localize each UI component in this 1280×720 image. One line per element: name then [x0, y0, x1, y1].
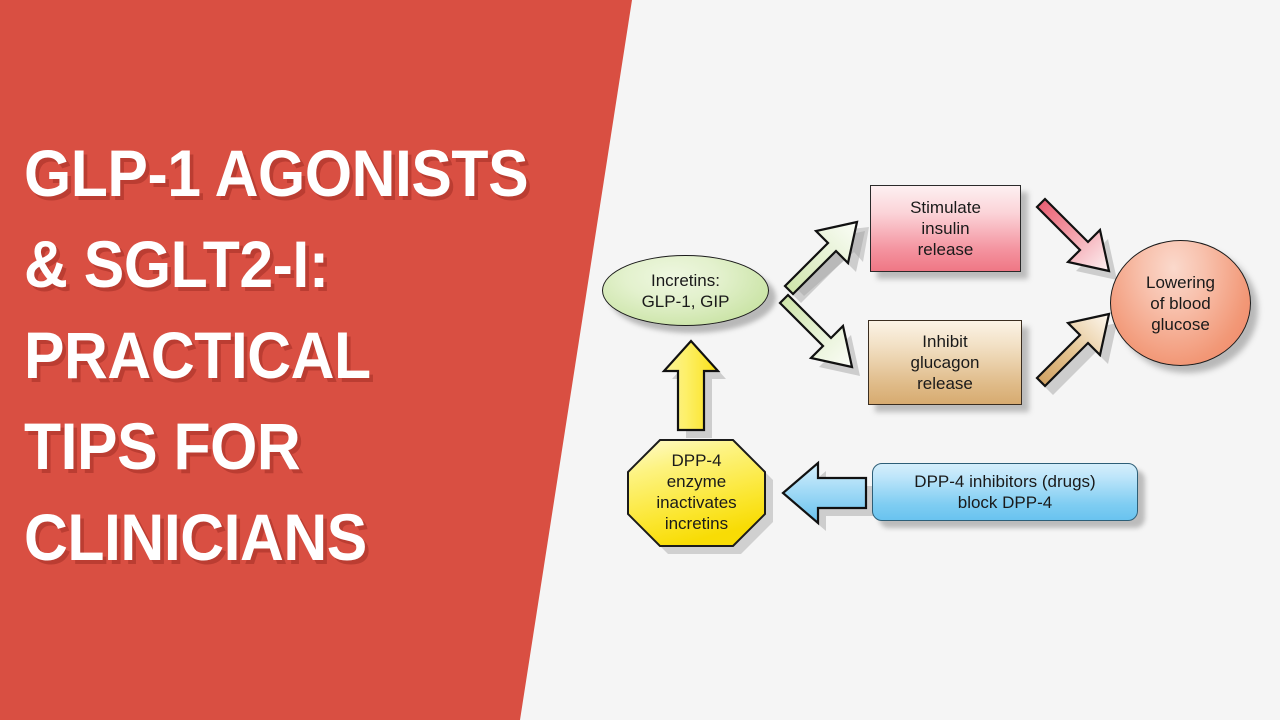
node-inhibit-glucagon-release[interactable]: Inhibit glucagon release: [868, 320, 1022, 405]
title-line-5: CLINICIANS: [24, 500, 367, 574]
arrow-shadows: [793, 227, 869, 296]
node-incretins-label: Incretins: GLP-1, GIP: [641, 270, 730, 311]
arrow-incretins-to-stimulate: [783, 220, 865, 303]
node-dpp4-inhibitors[interactable]: DPP-4 inhibitors (drugs) block DPP-4: [872, 463, 1138, 521]
arrow-incretins-to-inhibit: [778, 293, 860, 376]
title-line-2: & SGLT2-I:: [24, 227, 329, 301]
node-lowering-of-blood-glucose[interactable]: Lowering of blood glucose: [1110, 240, 1251, 366]
node-stimulate-insulin-release[interactable]: Stimulate insulin release: [870, 185, 1021, 272]
node-dpp4-inhibitors-label: DPP-4 inhibitors (drugs) block DPP-4: [914, 472, 1096, 512]
node-incretins[interactable]: Incretins: GLP-1, GIP: [602, 255, 769, 326]
title-line-1: GLP-1 AGONISTS: [24, 136, 529, 210]
node-inhibit-glucagon-release-label: Inhibit glucagon release: [910, 332, 980, 393]
title-line-4: TIPS FOR: [24, 409, 301, 483]
title-line-3: PRACTICAL: [24, 318, 371, 392]
arrow-stimulate-to-lowering: [1035, 197, 1117, 280]
arrow-dpp4-to-incretins: [661, 339, 726, 438]
arrow-inhibit-to-lowering: [1035, 312, 1117, 395]
node-stimulate-insulin-release-label: Stimulate insulin release: [910, 198, 981, 259]
red-accent-panel: [0, 0, 632, 720]
page-title: GLP-1 AGONISTS & SGLT2-I: PRACTICAL TIPS…: [24, 128, 604, 583]
node-lowering-of-blood-glucose-label: Lowering of blood glucose: [1146, 272, 1215, 334]
arrow-inhibitors-to-dpp4: [781, 460, 874, 531]
node-dpp4-enzyme[interactable]: DPP-4 enzyme inactivates incretins: [628, 438, 765, 546]
node-dpp4-enzyme-label: DPP-4 enzyme inactivates incretins: [656, 451, 737, 533]
